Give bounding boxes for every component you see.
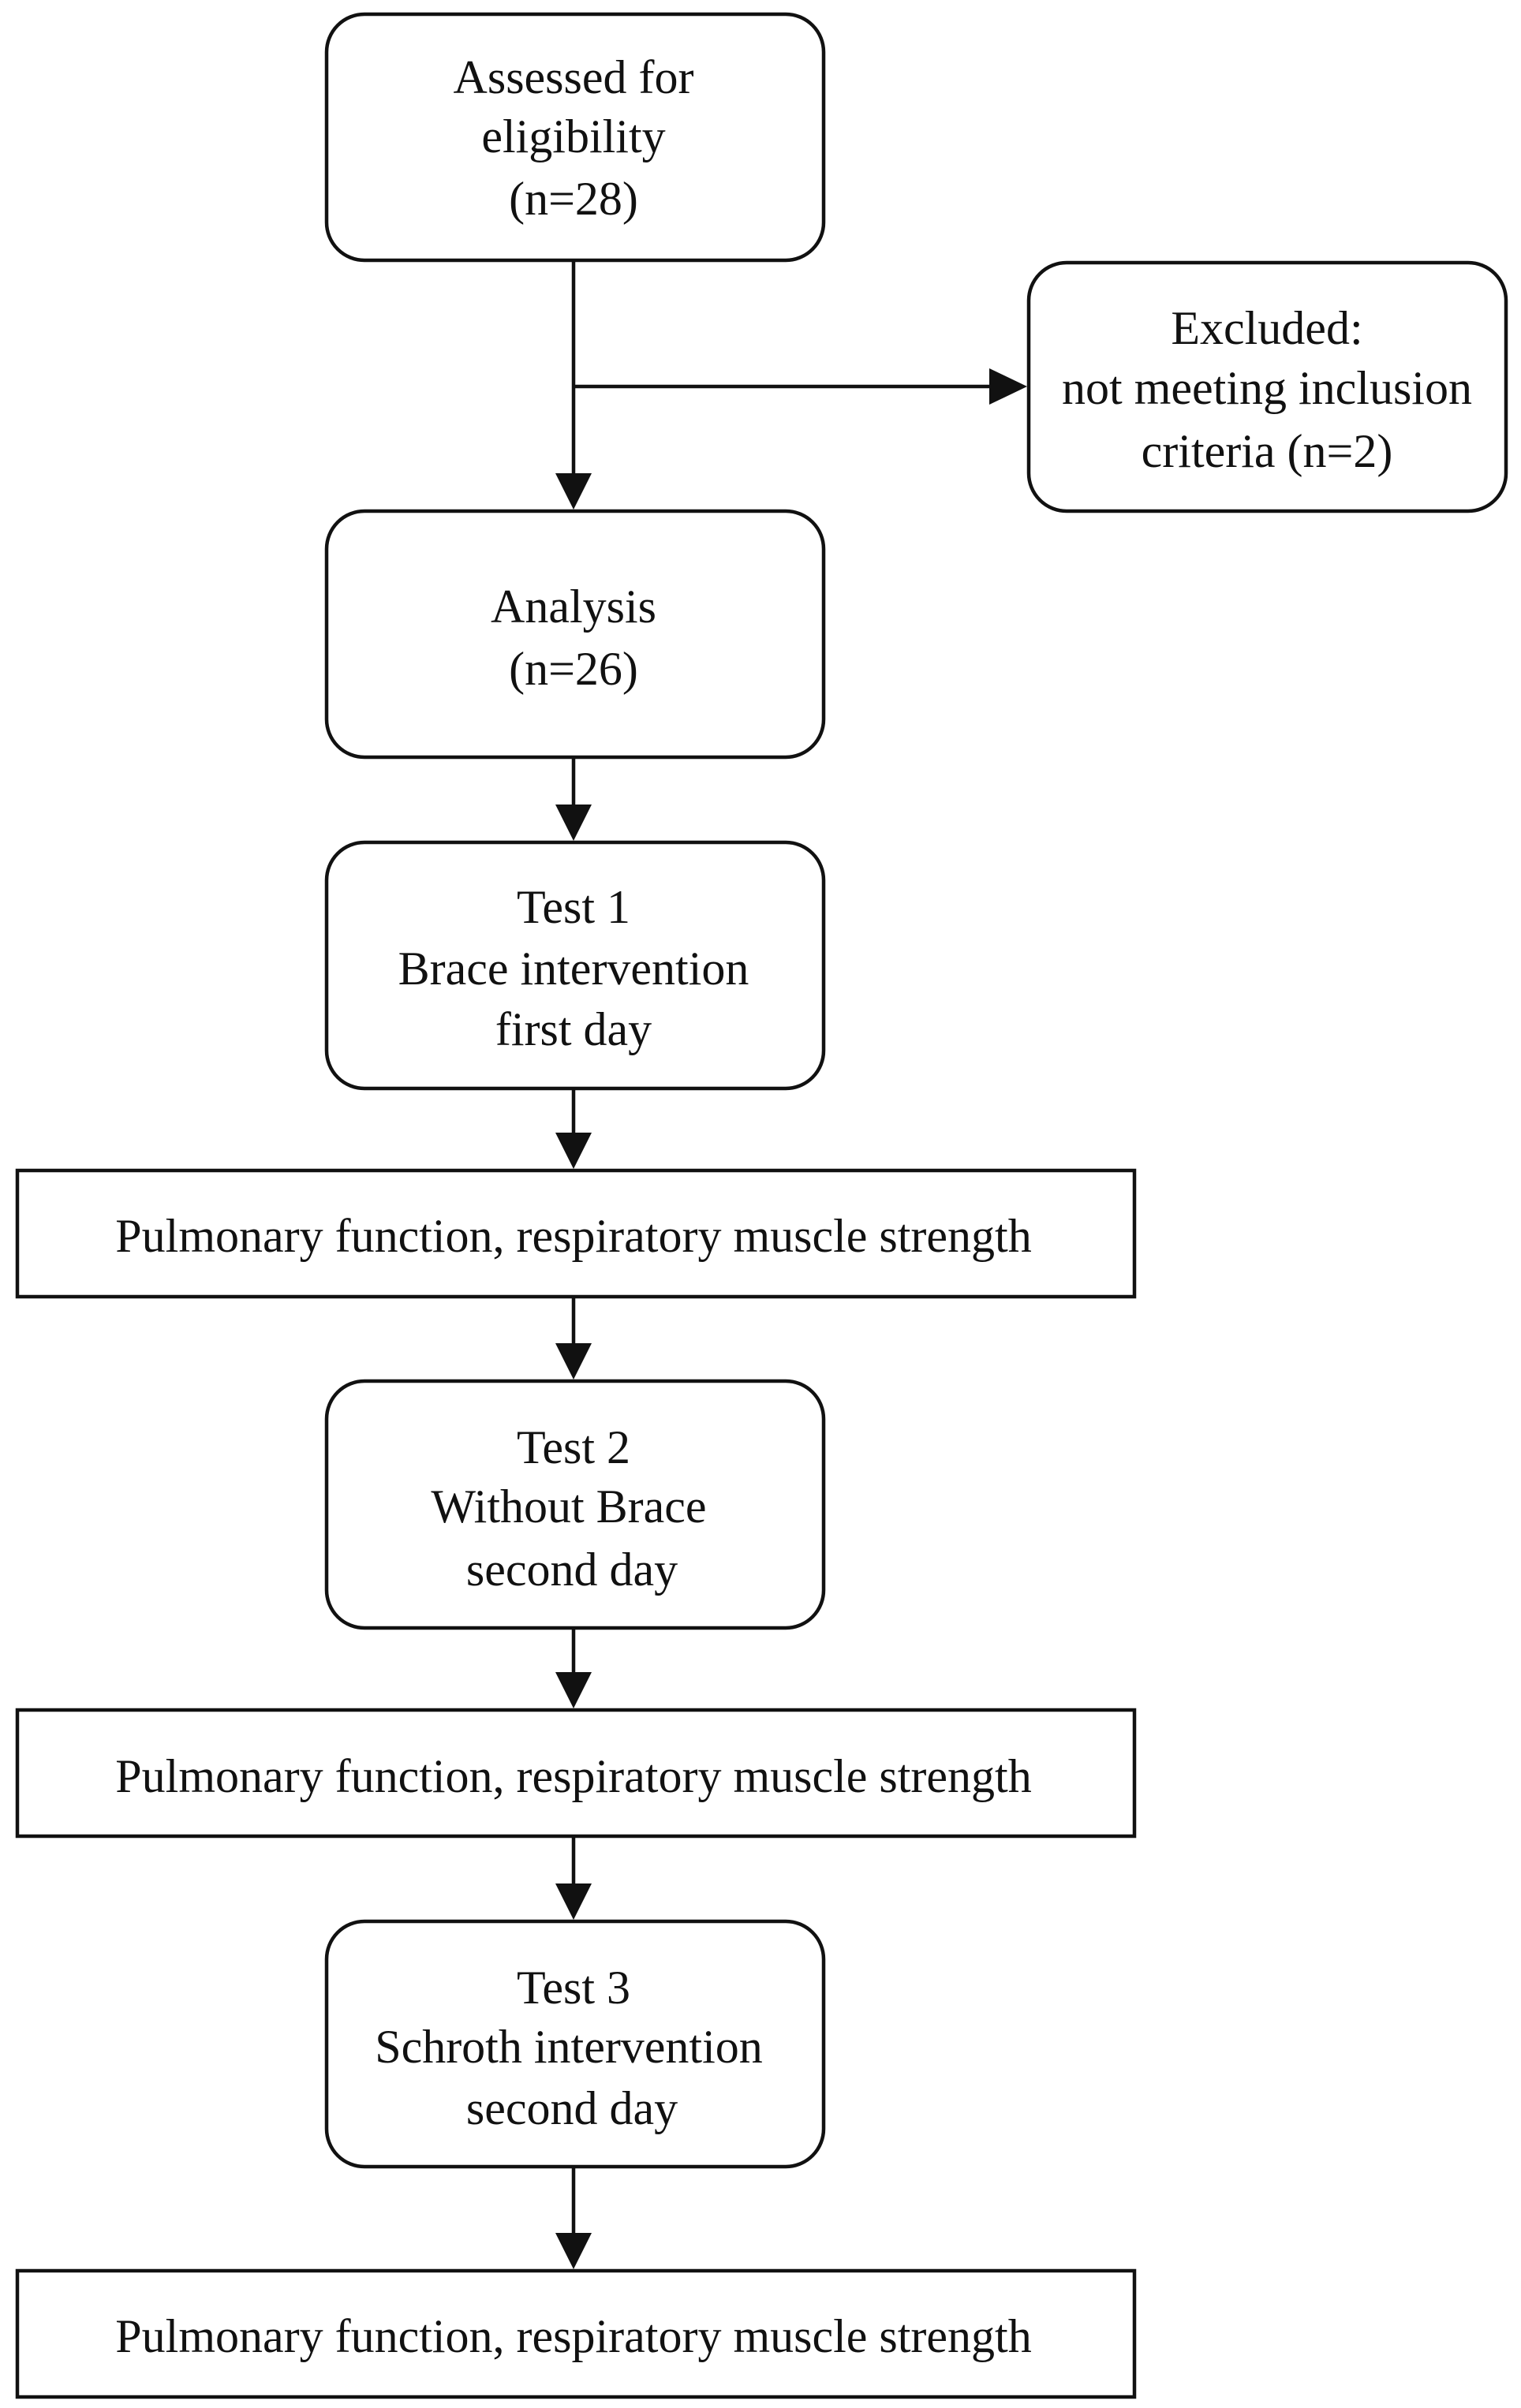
node-test3-line-3: second day bbox=[466, 2082, 678, 2134]
node-test3-line-1: Test 3 bbox=[517, 1962, 630, 2014]
node-test3-box bbox=[324, 1919, 826, 2169]
node-outcome2-box bbox=[15, 1708, 1137, 1839]
node-test2-box bbox=[324, 1379, 826, 1630]
node-outcome1-box bbox=[15, 1168, 1137, 1299]
node-outcome2-line-1: Pulmonary function, respiratory muscle s… bbox=[115, 1750, 1031, 1802]
node-outcome3-box bbox=[15, 2268, 1137, 2399]
node-outcome3-line-1: Pulmonary function, respiratory muscle s… bbox=[115, 2310, 1031, 2362]
node-test1-box bbox=[324, 840, 826, 1091]
node-excluded-line-1: Excluded: bbox=[1171, 302, 1362, 354]
node-test1: Test 1 Brace intervention first day bbox=[324, 840, 826, 1091]
arrowhead-down-icon bbox=[555, 1883, 592, 1920]
node-test3: Test 3 Schroth intervention second day bbox=[324, 1919, 826, 2169]
node-outcome1-line-1: Pulmonary function, respiratory muscle s… bbox=[115, 1210, 1031, 1262]
node-analysis-line-2: (n=26) bbox=[509, 643, 638, 695]
node-test2-line-1: Test 2 bbox=[517, 1421, 630, 1473]
node-test2-line-2: Without Brace bbox=[431, 1480, 706, 1533]
node-assessed: Assessed for eligibility (n=28) bbox=[324, 12, 826, 263]
arrowhead-down-icon bbox=[555, 2233, 592, 2269]
node-test1-line-3: first day bbox=[495, 1003, 652, 1055]
node-test2-line-3: second day bbox=[466, 1544, 678, 1596]
node-analysis-box bbox=[324, 509, 826, 760]
arrowhead-down-icon bbox=[555, 1343, 592, 1379]
node-analysis-line-1: Analysis bbox=[491, 581, 656, 633]
arrowheads bbox=[555, 368, 1027, 2269]
arrowhead-right-icon bbox=[989, 368, 1027, 405]
node-test2: Test 2 Without Brace second day bbox=[324, 1379, 826, 1630]
node-assessed-line-2: eligibility bbox=[481, 110, 665, 162]
node-analysis: Analysis (n=26) bbox=[324, 509, 826, 760]
node-assessed-line-3: (n=28) bbox=[509, 173, 638, 225]
node-excluded-box bbox=[1026, 260, 1508, 513]
node-excluded: Excluded: not meeting inclusion criteria… bbox=[1026, 260, 1508, 513]
arrowhead-down-icon bbox=[555, 1133, 592, 1169]
node-test3-line-2: Schroth intervention bbox=[375, 2021, 763, 2073]
node-test1-line-1: Test 1 bbox=[517, 881, 630, 933]
node-excluded-line-2: not meeting inclusion bbox=[1062, 362, 1472, 414]
arrowhead-down-icon bbox=[555, 473, 592, 510]
node-assessed-box bbox=[324, 12, 826, 263]
node-excluded-line-3: criteria (n=2) bbox=[1142, 425, 1393, 477]
connectors bbox=[571, 260, 999, 2242]
node-test1-line-2: Brace intervention bbox=[398, 943, 749, 995]
node-outcome1: Pulmonary function, respiratory muscle s… bbox=[15, 1168, 1137, 1299]
arrowhead-down-icon bbox=[555, 1672, 592, 1708]
node-outcome3: Pulmonary function, respiratory muscle s… bbox=[15, 2268, 1137, 2399]
arrowhead-down-icon bbox=[555, 805, 592, 841]
node-assessed-line-1: Assessed for bbox=[454, 51, 694, 103]
node-outcome2: Pulmonary function, respiratory muscle s… bbox=[15, 1708, 1137, 1839]
